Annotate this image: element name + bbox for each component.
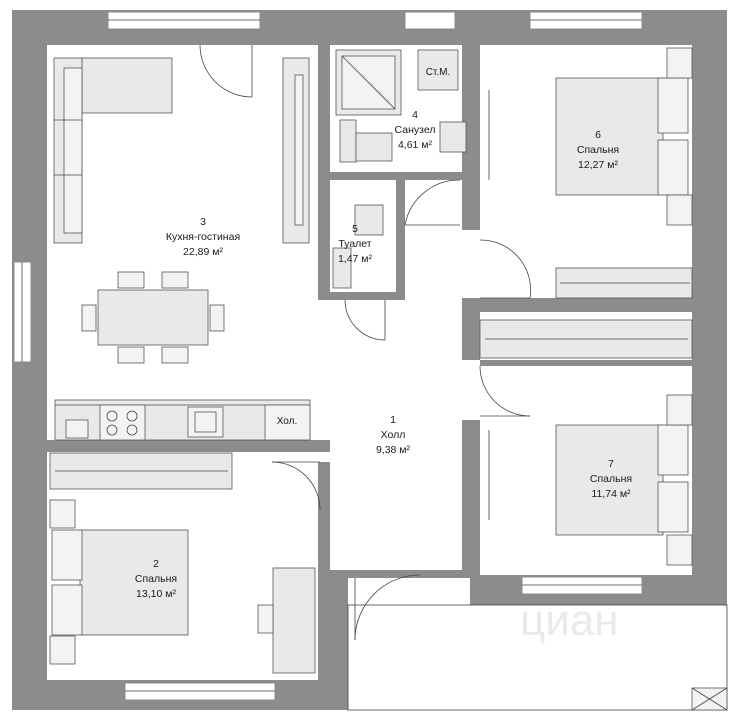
room-number: 3 <box>200 216 206 228</box>
room-label-1: 1 Холл 9,38 м² <box>376 414 411 456</box>
room-label-6: 6 Спальня 12,27 м² <box>577 129 619 171</box>
room-area: 13,10 м² <box>136 588 176 600</box>
room-area: 22,89 м² <box>183 246 223 258</box>
room-number: 7 <box>608 458 614 470</box>
watermark: циан <box>520 596 619 645</box>
room-area: 11,74 м² <box>591 488 631 500</box>
room-number: 1 <box>390 414 396 426</box>
bedroom-2-furniture <box>49 452 316 674</box>
room-number: 6 <box>595 129 601 141</box>
room-name: Туалет <box>338 238 371 250</box>
balcony <box>347 604 728 711</box>
interior-walls <box>47 45 692 580</box>
bedroom-7-furniture <box>479 319 693 566</box>
room-label-5: 5 Туалет 1,47 м² <box>338 223 373 265</box>
room-number: 4 <box>412 109 418 121</box>
room-label-4: 4 Санузел 4,61 м² <box>395 109 436 151</box>
kitchen-living-furniture <box>53 57 311 441</box>
room-label-3: 3 Кухня-гостиная 22,89 м² <box>166 216 240 258</box>
room-area: 1,47 м² <box>338 253 373 265</box>
room-label-7: 7 Спальня 11,74 м² <box>590 458 632 500</box>
room-name: Санузел <box>395 124 436 136</box>
room-number: 2 <box>153 558 159 570</box>
room-area: 9,38 м² <box>376 444 411 456</box>
bedroom-6-furniture <box>555 47 693 299</box>
bathroom-fixtures <box>332 49 467 289</box>
room-name: Спальня <box>577 144 619 156</box>
room-label-2: 2 Спальня 13,10 м² <box>135 558 177 600</box>
room-name: Кухня-гостиная <box>166 231 240 243</box>
fridge-label: Хол. <box>277 416 298 427</box>
room-number: 5 <box>352 223 358 235</box>
doors <box>199 44 531 641</box>
washer-label: Ст.М. <box>426 67 451 78</box>
room-area: 12,27 м² <box>578 159 618 171</box>
windows <box>13 11 643 701</box>
room-name: Холл <box>381 429 406 441</box>
room-area: 4,61 м² <box>398 139 433 151</box>
room-name: Спальня <box>135 573 177 585</box>
room-name: Спальня <box>590 473 632 485</box>
